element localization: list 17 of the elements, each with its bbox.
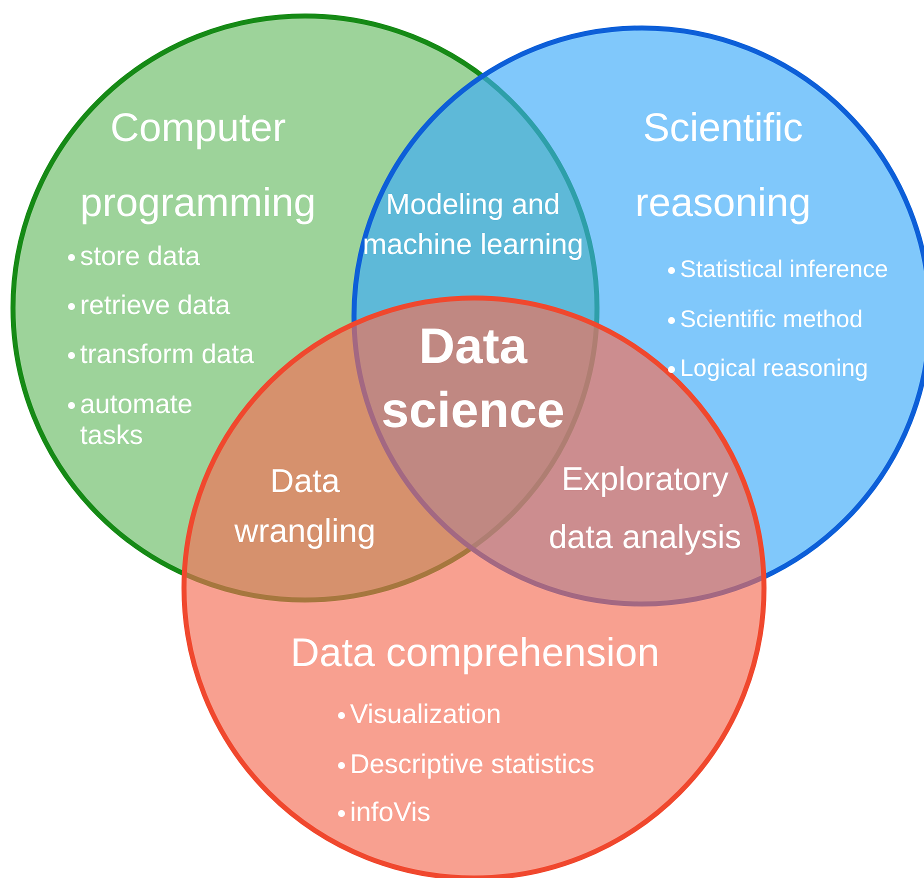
bullet-item: Scientific method [680, 306, 864, 334]
bullet-item: Descriptive statistics [350, 748, 596, 780]
bullet-item: store data [80, 240, 202, 272]
bullet-item: Visualization [350, 698, 502, 730]
circle-heading: Scientific reasoning [634, 105, 812, 227]
bullet-item: retrieve data [80, 290, 232, 321]
center-label: Data science [380, 317, 566, 440]
bullet-item: infoVis [350, 796, 432, 828]
bullet-item: Logical reasoning [680, 354, 870, 382]
circle-heading: Computer programming [79, 105, 317, 227]
overlap-label: Exploratory data analysis [548, 459, 742, 557]
bullet-item: automate tasks [80, 388, 194, 451]
bullet-item: transform data [80, 338, 256, 370]
overlap-label: Data wrangling [233, 461, 377, 551]
circle-heading: Data comprehension [289, 630, 661, 677]
overlap-label: Modeling and machine learning [362, 188, 584, 263]
bullet-item: Statistical inference [680, 256, 890, 284]
